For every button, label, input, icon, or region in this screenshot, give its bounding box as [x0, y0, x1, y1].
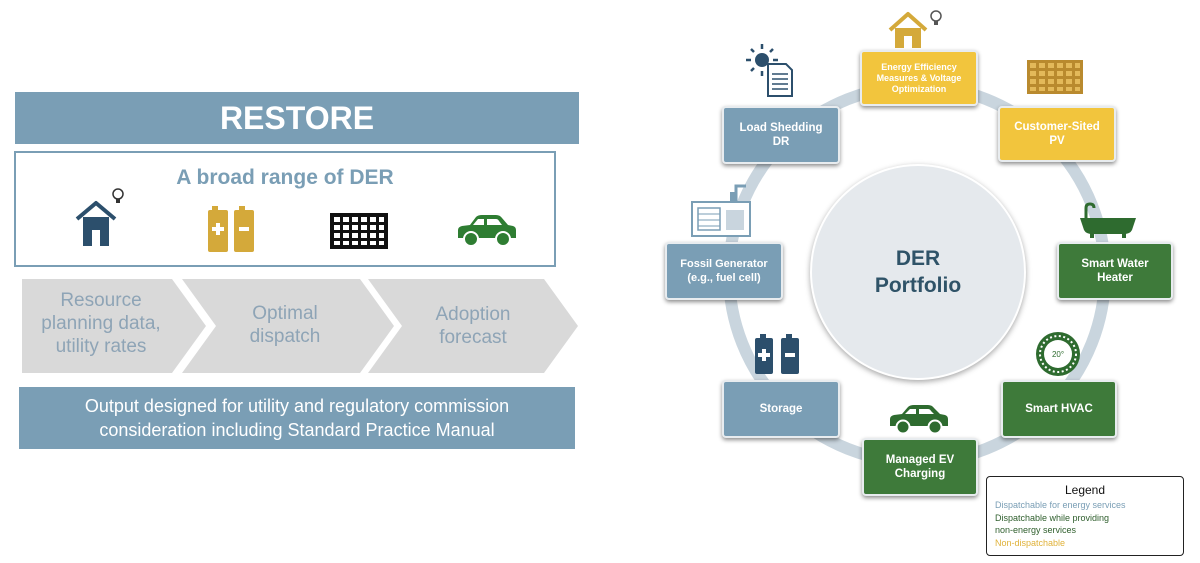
- node-managed-ev-charging: Managed EV Charging: [862, 438, 978, 496]
- process-chevrons: [22, 279, 578, 373]
- solar-panel-icon: [1027, 60, 1083, 94]
- legend-item-dispatchable-non-energy-line1: Dispatchable while providing: [995, 513, 1110, 523]
- chevron-step-3: [368, 279, 578, 373]
- center-label-line-1: DER: [895, 247, 941, 270]
- node-customer-sited-pv: Customer-Sited PV: [998, 106, 1116, 162]
- der-range-heading: A broad range of DER: [176, 166, 394, 189]
- node-smart-water-heater: Smart Water Heater: [1057, 242, 1173, 300]
- restore-title: RESTORE: [219, 99, 375, 136]
- node-fossil-generator: Fossil Generator (e.g., fuel cell): [665, 242, 783, 300]
- step-resource-planning: Resource planning data, utility rates: [41, 290, 161, 357]
- node-load-shedding-dr: Load Shedding DR: [722, 106, 840, 164]
- house-lightbulb-icon: [75, 188, 124, 246]
- node-storage: Storage: [722, 380, 840, 438]
- thermostat-reading: 20°: [1052, 350, 1064, 359]
- car-icon: [890, 405, 948, 435]
- node-smart-hvac: Smart HVAC: [1001, 380, 1117, 438]
- center-label-line-2: Portfolio: [874, 274, 962, 297]
- generator-icon: [691, 184, 751, 237]
- step-adoption-forecast: Adoption forecast: [435, 304, 511, 348]
- solar-panel-icon: [330, 213, 388, 249]
- chevron-step-1: [22, 279, 206, 373]
- step-optimal-dispatch: Optimal dispatch: [249, 303, 321, 347]
- legend-title: Legend: [1064, 483, 1106, 497]
- car-icon: [458, 215, 516, 247]
- battery-icon: [755, 334, 799, 374]
- output-text-line-1: Output designed for utility and regulato…: [84, 396, 510, 416]
- der-portfolio-center: DER Portfolio: [810, 164, 1026, 380]
- house-lightbulb-icon: [888, 10, 942, 48]
- legend-item-non-dispatchable: Non-dispatchable: [995, 538, 1066, 548]
- node-energy-efficiency: Energy Efficiency Measures & Voltage Opt…: [860, 50, 978, 106]
- bathtub-icon: [1080, 202, 1136, 238]
- output-text-line-2: consideration including Standard Practic…: [99, 420, 495, 440]
- sun-document-icon: [746, 44, 793, 97]
- restore-title-bar: RESTORE: [15, 92, 579, 144]
- legend-item-dispatchable-energy: Dispatchable for energy services: [995, 500, 1126, 510]
- battery-icon: [208, 206, 254, 252]
- legend-item-dispatchable-non-energy-line2: non-energy services: [995, 525, 1077, 535]
- legend: Legend Dispatchable for energy services …: [986, 476, 1184, 556]
- chevron-step-2: [182, 279, 394, 373]
- output-description-bar: Output designed for utility and regulato…: [19, 387, 575, 449]
- thermostat-icon: 20°: [1036, 332, 1080, 376]
